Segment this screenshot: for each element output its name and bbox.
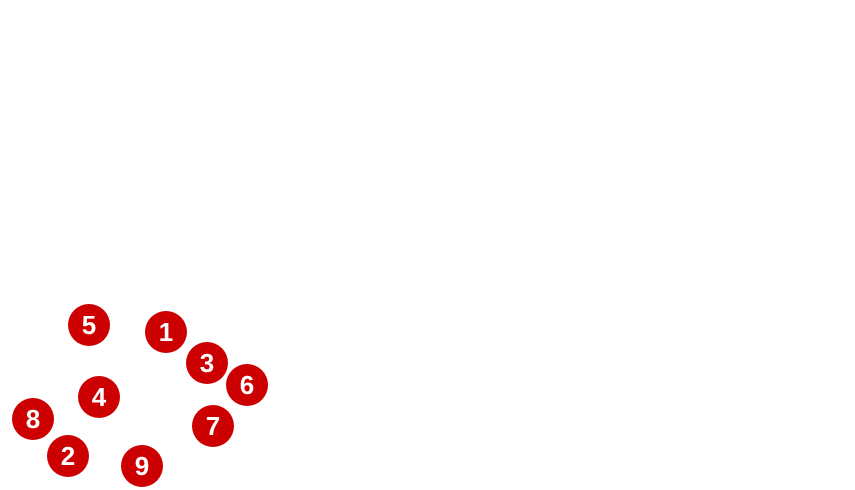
number-ball-9[interactable]: 9 bbox=[121, 445, 163, 487]
number-ball-8[interactable]: 8 bbox=[12, 398, 54, 440]
number-ball-5[interactable]: 5 bbox=[68, 304, 110, 346]
number-ball-4[interactable]: 4 bbox=[78, 376, 120, 418]
number-ball-6[interactable]: 6 bbox=[226, 364, 268, 406]
number-ball-3[interactable]: 3 bbox=[186, 342, 228, 384]
number-ball-1[interactable]: 1 bbox=[145, 311, 187, 353]
number-ball-2[interactable]: 2 bbox=[47, 435, 89, 477]
number-ball-7[interactable]: 7 bbox=[192, 405, 234, 447]
